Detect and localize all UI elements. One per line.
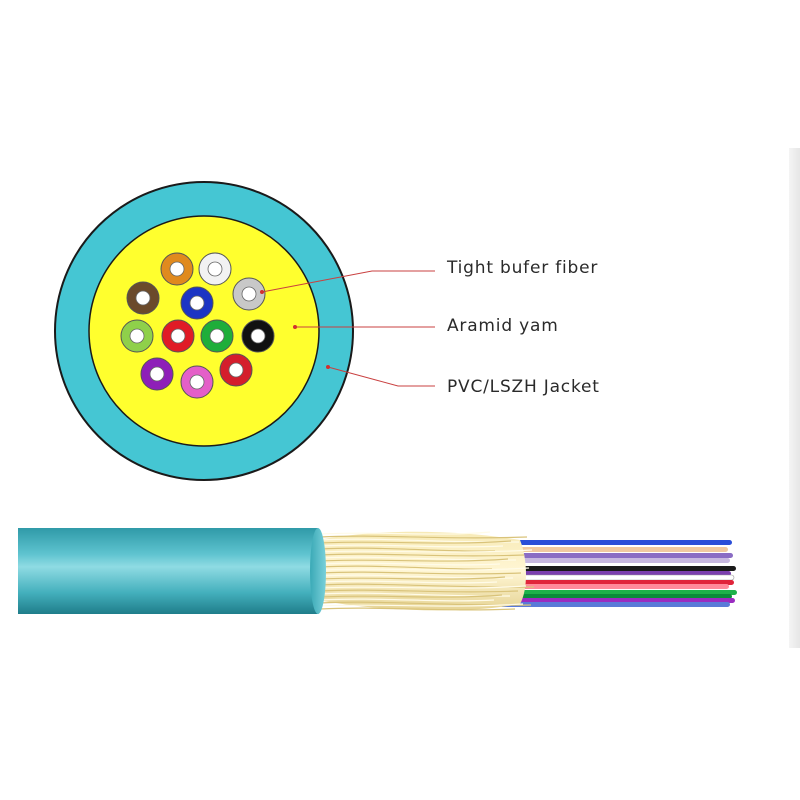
leader-dot-aramid bbox=[293, 325, 297, 329]
aramid-yarn-bundle bbox=[318, 531, 535, 611]
fiber-strand bbox=[499, 574, 735, 581]
fiber-strand bbox=[500, 566, 736, 571]
fiber-core bbox=[189, 295, 205, 311]
cable-sheath bbox=[18, 528, 318, 614]
fiber-core bbox=[250, 328, 266, 344]
yarn-strand bbox=[319, 544, 504, 548]
fiber-strand bbox=[500, 598, 735, 603]
yarn-strand bbox=[319, 598, 495, 602]
fiber-core bbox=[129, 328, 145, 344]
fiber-strand bbox=[500, 540, 732, 545]
label-tight-buffer-fiber: Tight bufer fiber bbox=[447, 258, 599, 278]
yarn-strand bbox=[319, 607, 516, 611]
fiber-core bbox=[189, 374, 205, 390]
fiber-strand bbox=[500, 558, 730, 563]
yarn-strand bbox=[319, 567, 530, 571]
yarn-strand bbox=[319, 585, 527, 589]
fiber-core bbox=[207, 261, 223, 277]
yarn-strand bbox=[319, 580, 498, 584]
leader-line-fiber bbox=[261, 270, 435, 293]
fiber-core bbox=[169, 261, 185, 277]
fiber-strand bbox=[500, 553, 733, 558]
yarn-strand bbox=[319, 603, 524, 607]
fiber-strand bbox=[500, 584, 729, 589]
yarn-strand bbox=[319, 535, 528, 539]
yarn-strand bbox=[319, 562, 501, 566]
yarn-strands bbox=[319, 531, 535, 611]
yarn-strand bbox=[319, 571, 522, 575]
fiber-strand bbox=[500, 590, 737, 595]
fiber-core bbox=[149, 366, 165, 382]
fiber-core bbox=[228, 362, 244, 378]
cable-cross-section-icon bbox=[54, 181, 354, 481]
leader-line-jacket bbox=[327, 366, 435, 387]
leader-dots bbox=[260, 290, 330, 369]
right-edge-strip bbox=[789, 148, 800, 648]
cable-sheath-end bbox=[310, 528, 326, 614]
yarn-strand bbox=[319, 540, 512, 544]
fiber-strand bbox=[500, 580, 734, 585]
yarn-strand bbox=[319, 549, 533, 553]
fiber-core bbox=[135, 290, 151, 306]
fiber-strand bbox=[500, 547, 728, 552]
leader-dot-jacket bbox=[326, 365, 330, 369]
leader-lines bbox=[261, 270, 435, 387]
yarn-strand bbox=[319, 558, 509, 562]
yarn-strand bbox=[319, 531, 491, 535]
fiber-cable-side-view-icon bbox=[18, 528, 737, 614]
label-aramid-yarn: Aramid yam bbox=[447, 316, 559, 336]
fiber-strand bbox=[500, 602, 730, 607]
yarn-strand bbox=[319, 565, 493, 570]
yarn-strand bbox=[319, 576, 506, 580]
fiber-core bbox=[209, 328, 225, 344]
fiber-core bbox=[241, 286, 257, 302]
fiber-strand bbox=[500, 594, 732, 599]
yarn-bundle-shape bbox=[318, 531, 526, 611]
yarn-strand bbox=[319, 594, 503, 598]
fiber-core bbox=[170, 328, 186, 344]
tight-buffer-fibers bbox=[120, 252, 275, 399]
yarn-strand bbox=[319, 589, 519, 593]
fiber-strands bbox=[499, 540, 737, 607]
label-pvc-lszh-jacket: PVC/LSZH Jacket bbox=[447, 377, 600, 397]
leader-dot-fiber bbox=[260, 290, 264, 294]
yarn-strand bbox=[319, 547, 496, 552]
yarn-strand bbox=[319, 553, 525, 557]
